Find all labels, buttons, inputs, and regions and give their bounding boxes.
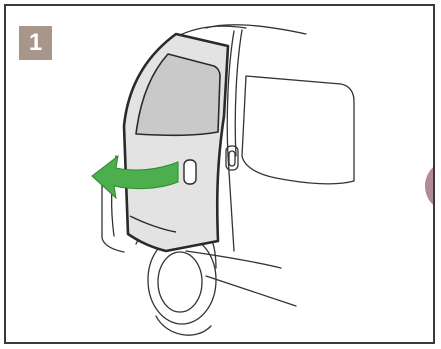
van-door-illustration [6,6,435,344]
side-window [242,76,354,184]
rear-door-lever [184,160,196,184]
step-number-badge: 1 [19,26,52,60]
step-panel: 1 [4,4,435,344]
next-step-indicator [425,160,435,212]
